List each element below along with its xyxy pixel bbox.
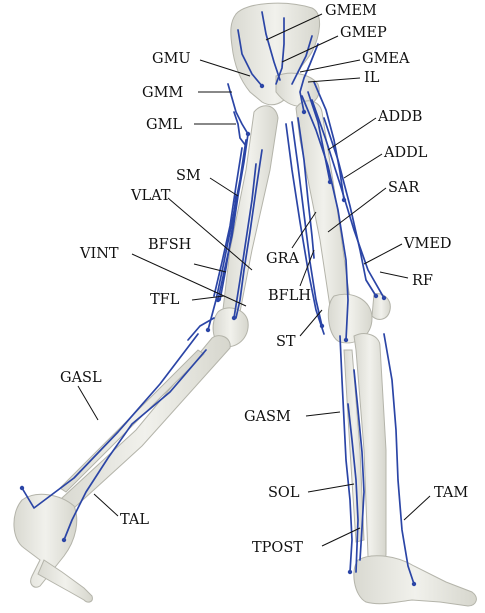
skeleton <box>14 3 476 606</box>
label-tam: TAM <box>434 485 468 501</box>
label-gmem: GMEM <box>325 3 377 19</box>
label-rf: RF <box>412 273 433 289</box>
path-node <box>302 110 306 114</box>
leader-sm <box>210 178 238 196</box>
muscle-path-gasl <box>22 334 198 508</box>
label-vint: VINT <box>79 246 119 262</box>
left-tibia <box>60 336 230 512</box>
path-node <box>206 328 210 332</box>
leader-tpost <box>322 528 360 546</box>
leader-vmed <box>364 244 402 264</box>
label-tfl: TFL <box>150 292 180 308</box>
label-sm: SM <box>176 168 201 184</box>
leader-st <box>300 310 322 336</box>
label-gmm: GMM <box>142 85 183 101</box>
label-gmea: GMEA <box>362 51 410 67</box>
label-tpost: TPOST <box>252 540 303 556</box>
path-node <box>328 180 332 184</box>
path-node <box>246 132 250 136</box>
left-toes <box>38 560 92 602</box>
path-node <box>320 324 324 328</box>
label-gra: GRA <box>266 251 300 267</box>
path-node <box>62 538 66 542</box>
leader-il <box>308 78 360 82</box>
path-node <box>382 296 386 300</box>
label-bflh: BFLH <box>268 288 311 304</box>
label-st: ST <box>276 334 296 350</box>
path-node <box>348 570 352 574</box>
leader-gasm <box>306 412 340 416</box>
muscle-path-tam <box>384 334 414 584</box>
label-vmed: VMED <box>403 236 452 252</box>
path-node <box>260 84 264 88</box>
label-gml: GML <box>146 117 182 133</box>
label-gasm: GASM <box>244 409 291 425</box>
path-node <box>342 198 346 202</box>
right-foot <box>354 556 477 606</box>
label-gmep: GMEP <box>340 25 387 41</box>
label-vlat: VLAT <box>130 188 171 204</box>
label-addb: ADDB <box>377 109 422 125</box>
leader-bflh <box>300 250 314 286</box>
leader-addb <box>328 118 376 150</box>
leader-gasl <box>78 386 98 420</box>
label-il: IL <box>364 70 380 86</box>
path-node <box>344 338 348 342</box>
label-tal: TAL <box>120 512 149 528</box>
label-bfsh: BFSH <box>148 237 191 253</box>
leader-rf <box>380 272 408 278</box>
label-addl: ADDL <box>383 145 428 161</box>
label-gmu: GMU <box>152 51 191 67</box>
path-node <box>412 582 416 586</box>
leader-sol <box>308 484 354 492</box>
path-node <box>216 298 220 302</box>
leader-tal <box>94 494 118 516</box>
path-node <box>374 294 378 298</box>
path-node <box>20 486 24 490</box>
label-gasl: GASL <box>60 370 102 386</box>
label-sar: SAR <box>388 180 420 196</box>
label-sol: SOL <box>268 485 300 501</box>
path-node <box>232 316 236 320</box>
leader-tam <box>404 496 430 520</box>
leader-addl <box>344 154 382 178</box>
